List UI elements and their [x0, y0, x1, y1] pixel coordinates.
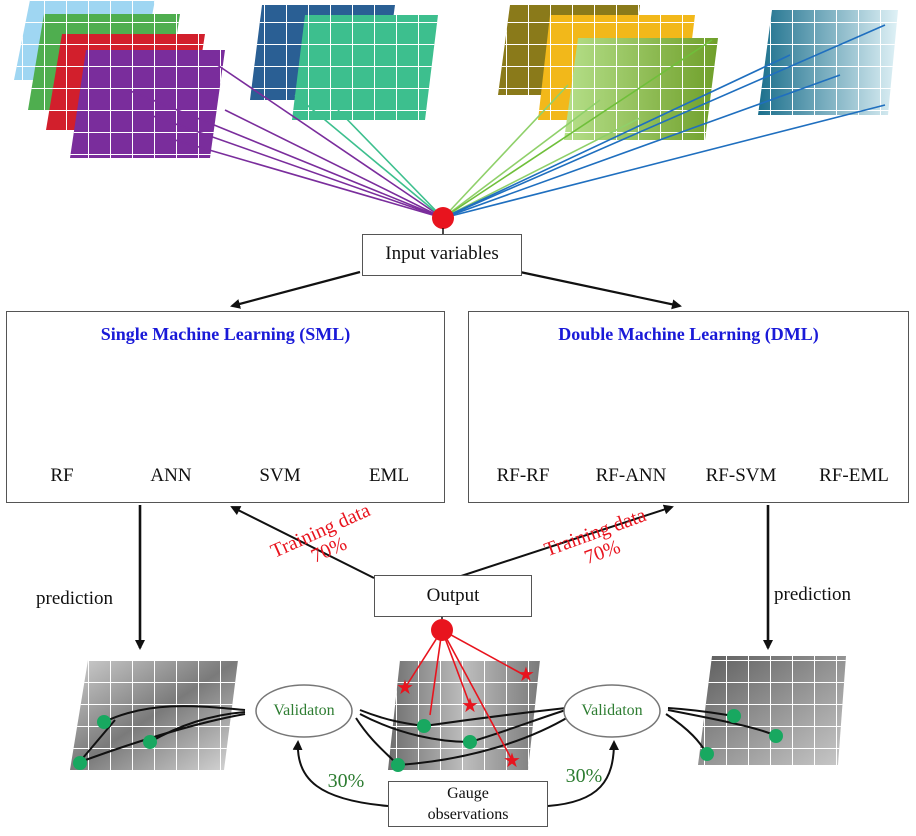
- observation-grid: ★ ★ ★ ★: [355, 629, 571, 772]
- input-variables-label: Input variables: [385, 243, 499, 264]
- test-pct-left: 30%: [327, 770, 365, 792]
- sml-model-label-ann: ANN: [150, 465, 192, 486]
- svg-text:★: ★: [517, 664, 535, 686]
- gauge-arrow-left: [292, 740, 389, 807]
- prediction-label-right: prediction: [774, 584, 852, 605]
- gauge-arrow-right: [547, 740, 619, 807]
- input-raster-stack-1: [14, 0, 225, 158]
- gauge-label-line2: observations: [427, 806, 509, 823]
- dml-box: Double Machine Learning (DML) RF-RF RF-A…: [468, 311, 909, 503]
- sml-output-grid: [70, 660, 246, 770]
- gauge-observations-box: Gauge observations: [388, 781, 548, 827]
- input-variables-box: Input variables: [362, 234, 522, 276]
- validation-ellipse-left: [255, 684, 353, 738]
- validation-ellipse-right: [563, 684, 661, 738]
- prediction-label-left: prediction: [36, 588, 114, 609]
- dml-output-grid: [665, 656, 846, 765]
- sml-model-label-svm: SVM: [259, 465, 301, 486]
- sml-title: Single Machine Learning (SML): [100, 324, 351, 344]
- input-fan-lines: [127, 24, 886, 219]
- svg-text:★: ★: [396, 677, 414, 699]
- validation-label-right: Validaton: [581, 702, 643, 719]
- output-box: Output: [374, 575, 532, 617]
- svg-text:★: ★: [461, 695, 479, 717]
- gauge-label-line1: Gauge: [447, 785, 489, 802]
- input-raster-stack-4: [758, 10, 898, 115]
- dml-model-label-rf-eml: RF-EML: [819, 465, 889, 486]
- training-arrow-left: [230, 506, 375, 579]
- dml-model-label-rf-svm: RF-SVM: [705, 465, 777, 486]
- test-pct-right: 30%: [565, 765, 603, 787]
- input-raster-stack-3: [498, 5, 718, 140]
- sml-box: Single Machine Learning (SML) RF ANN SVM…: [6, 311, 445, 503]
- output-node: [431, 619, 453, 641]
- svg-text:★: ★: [503, 750, 521, 772]
- arrow-to-sml: [230, 270, 361, 309]
- sml-model-label-rf: RF: [50, 465, 74, 486]
- dml-title: Double Machine Learning (DML): [558, 324, 819, 344]
- output-label: Output: [426, 585, 480, 606]
- training-arrow-right: [454, 504, 674, 579]
- dml-model-label-rf-rf: RF-RF: [496, 465, 550, 486]
- dml-model-label-rf-ann: RF-ANN: [595, 465, 667, 486]
- input-raster-stack-2: [250, 5, 438, 120]
- validation-label-left: Validaton: [273, 702, 335, 719]
- arrow-to-dml: [519, 270, 682, 310]
- input-node: [432, 207, 454, 229]
- sml-model-label-eml: EML: [368, 465, 410, 486]
